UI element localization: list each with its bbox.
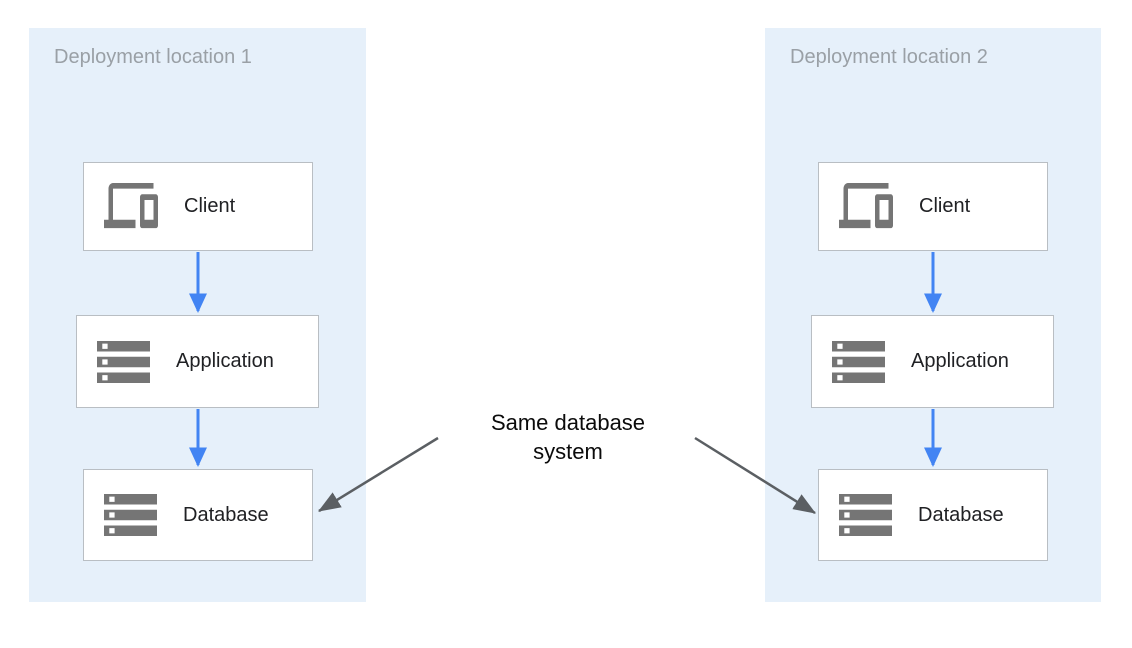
same-database-system-label: Same database system: [448, 408, 688, 466]
devices-icon: [104, 182, 158, 231]
node-label: Application: [911, 350, 1009, 372]
same-database-system-label-line1: Same database: [490, 410, 646, 435]
node-client-2: Client: [818, 162, 1048, 251]
server-stack-icon: [832, 340, 885, 383]
node-application-2: Application: [811, 315, 1054, 408]
server-stack-icon: [97, 340, 150, 383]
panel-title: Deployment location 1: [54, 46, 252, 68]
server-stack-icon: [104, 494, 157, 536]
node-label: Client: [919, 195, 971, 217]
node-database-1: Database: [83, 469, 313, 561]
node-client-1: Client: [83, 162, 313, 251]
node-label: Client: [184, 195, 236, 217]
node-label: Database: [183, 503, 269, 526]
node-label: Application: [176, 350, 274, 372]
node-database-2: Database: [818, 469, 1048, 561]
devices-icon: [839, 182, 893, 231]
node-label: Database: [918, 503, 1004, 526]
server-stack-icon: [839, 494, 892, 536]
same-database-system-label-line2: system: [533, 439, 603, 464]
panel-title: Deployment location 2: [790, 46, 988, 68]
node-application-1: Application: [76, 315, 319, 408]
